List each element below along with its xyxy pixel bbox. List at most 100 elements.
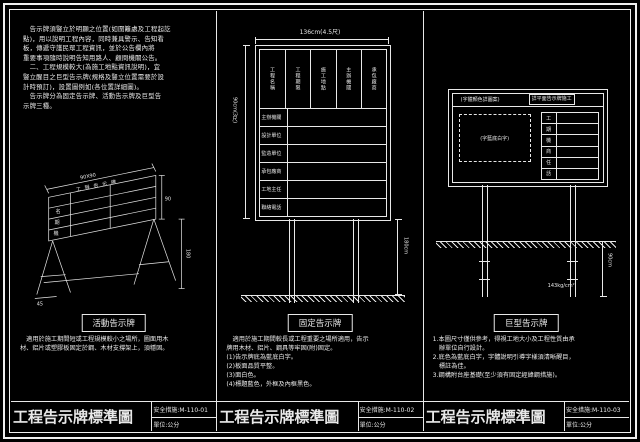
lettering-area-dashed-box: (字藍底白字): [458, 114, 531, 162]
dim-line-top: [255, 37, 390, 44]
fixed-sign-board: 工程名稱工程期限施工地點主辦機關承包廠商 主辦機關設計單位監造單位承包廠商工地主…: [255, 45, 392, 221]
sign-post-right: [353, 219, 360, 295]
table-row-label: 話: [542, 168, 557, 180]
sign-post-left: [481, 185, 488, 241]
table-row: 機: [541, 135, 598, 147]
form-row-label: 承包廠商: [260, 163, 289, 180]
table-row: 話: [542, 168, 598, 180]
dim-label-post-height: 180cm: [402, 237, 409, 255]
caption-movable-sign: 活動告示牌: [81, 314, 146, 332]
form-row: 工地主任: [260, 181, 387, 199]
ground-hatch: [435, 242, 616, 248]
foundation-tick: [566, 261, 578, 262]
title-block: 工程告示牌標準圖 安全措施:M-110-01 單位:公分: [11, 401, 217, 431]
form-row-label: 主辦機關: [260, 109, 289, 126]
table-row-label: 機: [542, 135, 557, 146]
form-row-label: 設計單位: [260, 127, 289, 144]
p2-column-headers: 工程名稱工程期限施工地點主辦機關承包廠商: [260, 50, 387, 109]
column-header: 工程名稱: [260, 50, 286, 108]
foundation-right: [569, 241, 576, 297]
sheet-code: 安全措施:M-110-01: [152, 402, 217, 419]
sheet-unit: 單位:公分: [565, 422, 593, 430]
panel-movable-sign: 告示牌須豎立於明顯之位置(如圍籬處及工程起訖 點)，用以說明工程內容，同時兼具警…: [11, 11, 218, 431]
sign-row-char: 機: [54, 230, 59, 237]
column-header: 施工地點: [311, 50, 337, 108]
fixed-sign-board-inner: 工程名稱工程期限施工地點主辦機關承包廠商 主辦機關設計單位監造單位承包廠商工地主…: [259, 49, 388, 217]
movable-sign-description: 適用於施工期間短或工程規模較小之場所，圖面用木 材、鋁片或塑膠板固定於鋼、木材支…: [20, 336, 169, 352]
table-row-label: 工: [542, 113, 557, 124]
table-row: 工: [541, 113, 598, 125]
table-row-label: 商: [542, 146, 557, 157]
form-row: 主辦機關: [260, 109, 387, 127]
form-row: 監造單位: [260, 145, 387, 163]
table-cell-empty: [557, 147, 598, 157]
table-cell-empty: [557, 158, 598, 168]
foundation-tick: [478, 279, 490, 280]
detail-reference-label: 詳平面告示牌施工: [528, 94, 575, 105]
dim-line-foundation: [599, 241, 607, 297]
form-row: 設計單位: [260, 127, 387, 145]
dim-label-board-width: 136cm(4.5尺): [299, 29, 341, 36]
title-block-info: 安全措施:M-110-02 單位:公分: [357, 402, 423, 431]
form-row: 聯絡電話: [260, 199, 386, 216]
table-row-label: 期: [542, 124, 557, 135]
panel-giant-sign: (字體顏色詳圖案) 詳平面告示牌施工 (字藍底白字) 工期機商任話 90cm 1…: [423, 11, 629, 431]
movable-sign-drawing: 90X90 工程告示牌 名 期 機 90 180 45: [34, 163, 191, 307]
dim-label-board-size: 90X90: [80, 172, 97, 181]
form-row-label: 聯絡電話: [260, 199, 289, 216]
foundation-tick: [566, 279, 578, 280]
sheet-title: 工程告示牌標準圖: [219, 408, 340, 426]
post-below-ground: [289, 295, 296, 303]
color-note-label: (字體顏色詳圖案): [460, 97, 500, 103]
dim-label-foot: 45: [37, 301, 43, 307]
sheet-code: 安全措施:M-110-02: [358, 402, 423, 419]
p3-mini-table: 工期機商任話: [540, 112, 599, 180]
sign-row-char: 期: [55, 220, 60, 226]
table-cell-empty: [557, 113, 598, 123]
sheet-code: 安全措施:M-110-03: [564, 402, 629, 419]
title-block: 工程告示牌標準圖 安全措施:M-110-02 單位:公分: [217, 401, 423, 431]
dim-label-height: 180: [185, 249, 191, 258]
caption-giant-sign: 巨型告示牌: [494, 314, 559, 332]
fixed-sign-description: 適用於施工期間較長或工程重要之場所適用，告示 牌用木材、鋁片、鋼具等牢固(附)固…: [226, 336, 369, 388]
panel-fixed-sign: 136cm(4.5尺) 工程名稱工程期限施工地點主辦機關承包廠商 主辦機關設計單…: [217, 11, 424, 431]
giant-sign-notes: 1.本圖尺寸僅供參考，得視工地大小及工程性質由承 辦單位自行設計。 2.底色為藍…: [432, 336, 575, 379]
column-header: 工程期限: [286, 50, 312, 108]
sign-post-right: [569, 185, 576, 241]
ground-hatch: [241, 296, 406, 302]
sign-row-char: 名: [56, 208, 61, 215]
sheet-title: 工程告示牌標準圖: [425, 408, 546, 426]
sheet-title: 工程告示牌標準圖: [13, 408, 134, 426]
ground-line: [435, 241, 616, 242]
table-cell-empty: [557, 124, 598, 134]
title-block-info: 安全措施:M-110-01 單位:公分: [151, 402, 217, 431]
title-band-line: [451, 106, 604, 107]
ground-line: [241, 295, 406, 296]
table-cell-empty: [557, 135, 598, 145]
form-row-label: 工地主任: [260, 181, 289, 198]
column-header: 承包廠商: [370, 67, 377, 91]
title-block-info: 安全措施:M-110-03 單位:公分: [563, 402, 629, 431]
bearing-capacity-label: 143kg/cm²: [547, 283, 575, 289]
foundation-left: [481, 241, 488, 297]
form-row: 承包廠商: [260, 163, 387, 181]
foundation-tick: [478, 261, 490, 262]
giant-sign-board: (字體顏色詳圖案) 詳平面告示牌施工 (字藍底白字) 工期機商任話: [447, 89, 608, 187]
giant-sign-board-inner: [451, 93, 604, 183]
dim-label-side: 90: [165, 196, 171, 202]
caption-fixed-sign: 固定告示牌: [287, 314, 353, 332]
dim-label-foundation-depth: 90cm: [606, 253, 613, 267]
table-row: 期: [541, 124, 598, 136]
sheet-unit: 單位:公分: [359, 422, 386, 430]
form-row-label: 監造單位: [260, 145, 289, 162]
sheet-unit: 單位:公分: [153, 422, 180, 430]
dim-line-left: [243, 45, 251, 219]
sign-post-left: [289, 219, 296, 295]
p2-rows: 主辦機關設計單位監造單位承包廠商工地主任聯絡電話: [260, 109, 387, 216]
post-below-ground: [353, 295, 360, 303]
table-cell-empty: [557, 169, 598, 179]
general-notes-text: 告示牌須豎立於明顯之位置(如圍籬處及工程起訖 點)，用以說明工程內容，同時兼具警…: [23, 25, 171, 110]
sheet-content: 告示牌須豎立於明顯之位置(如圍籬處及工程起訖 點)，用以說明工程內容，同時兼具警…: [11, 11, 629, 431]
table-row: 任: [541, 157, 598, 169]
